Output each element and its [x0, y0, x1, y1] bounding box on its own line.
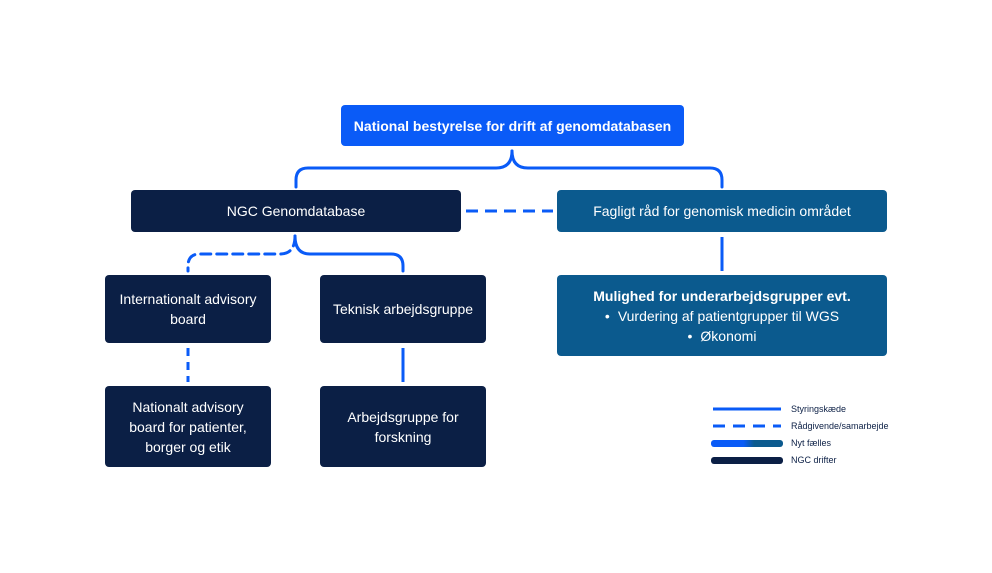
node-faglig: Fagligt råd for genomisk medicin området — [557, 190, 887, 232]
node-intl-advisory-label: Internationalt advisory board — [119, 291, 257, 327]
node-national-advisory: Nationalt advisory board for patienter, … — [105, 386, 271, 467]
legend-item-raadgivende: Rådgivende/samarbejde — [711, 419, 889, 433]
edge-ngc-intl — [186, 234, 297, 273]
legend-label: Styringskæde — [791, 404, 847, 414]
node-mulighed-list: Vurdering af patientgrupper til WGS Økon… — [605, 306, 839, 346]
legend-gradient-swatch — [711, 439, 783, 447]
node-forskning-label: Arbejdsgruppe for forskning — [347, 408, 459, 445]
node-mulighed-title: Mulighed for underarbejdsgrupper evt. — [593, 287, 851, 304]
node-forskning: Arbejdsgruppe for forskning — [320, 386, 486, 467]
node-intl-advisory: Internationalt advisory board — [105, 275, 271, 343]
edge-board-faglig — [510, 149, 724, 189]
legend-label: Rådgivende/samarbejde — [791, 421, 889, 431]
node-teknisk-label: Teknisk arbejdsgruppe — [332, 301, 474, 317]
node-mulighed-item: Vurdering af patientgrupper til WGS — [605, 306, 839, 326]
edge-ngc-teknisk — [293, 234, 405, 273]
node-national-advisory-label: Nationalt advisory board for patienter, … — [129, 398, 247, 455]
node-ngc: NGC Genomdatabase — [131, 190, 461, 232]
node-faglig-label: Fagligt råd for genomisk medicin området — [593, 203, 851, 219]
legend-label: Nyt fælles — [791, 438, 832, 448]
node-board: National bestyrelse for drift af genomda… — [341, 105, 684, 146]
node-mulighed: Mulighed for underarbejdsgrupper evt. Vu… — [557, 275, 887, 356]
legend-label: NGC drifter — [791, 455, 837, 465]
edge-board-ngc — [294, 149, 514, 189]
node-teknisk: Teknisk arbejdsgruppe — [320, 275, 486, 343]
node-board-label: National bestyrelse for drift af genomda… — [353, 117, 672, 134]
legend-item-nyt-faelles: Nyt fælles — [711, 436, 831, 450]
node-mulighed-item: Økonomi — [605, 326, 839, 346]
legend-item-ngc-drifter: NGC drifter — [711, 453, 837, 467]
node-ngc-label: NGC Genomdatabase — [226, 203, 366, 219]
legend-item-styring: Styringskæde — [711, 402, 846, 416]
legend-navy-swatch — [711, 456, 783, 464]
